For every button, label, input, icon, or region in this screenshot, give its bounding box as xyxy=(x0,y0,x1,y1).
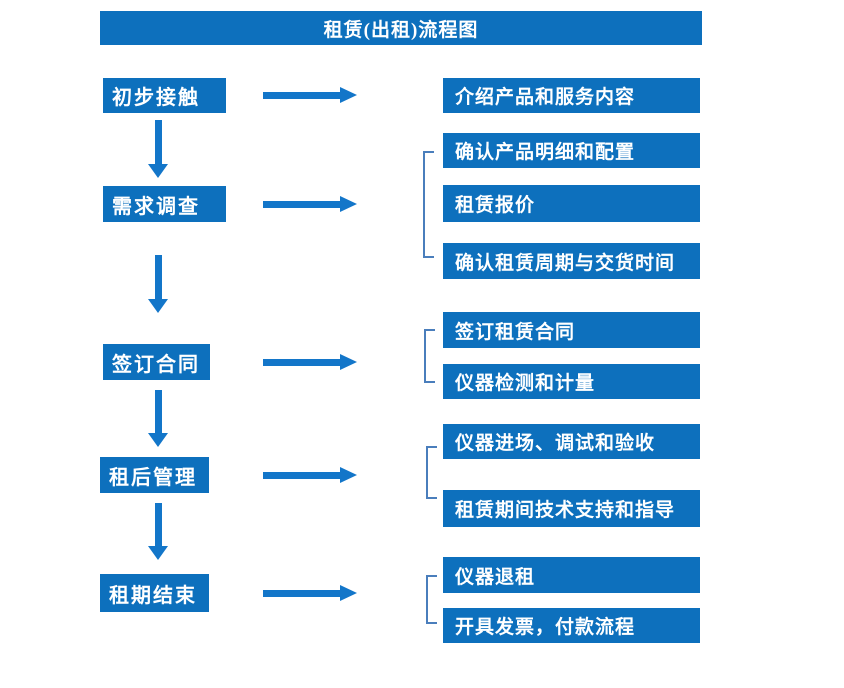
detail-box-confirm-period-delivery: 确认租赁周期与交货时间 xyxy=(443,243,700,279)
down-arrow-shaft xyxy=(154,120,162,164)
step-box-rental-end: 租期结束 xyxy=(100,574,209,612)
down-arrow-head xyxy=(148,299,168,313)
down-arrow-shaft xyxy=(154,255,162,299)
down-arrow-head xyxy=(148,164,168,178)
right-arrow-shaft xyxy=(263,589,340,597)
detail-box-invoice-payment: 开具发票，付款流程 xyxy=(443,608,700,643)
down-arrow-4 xyxy=(148,503,168,560)
right-arrow-shaft xyxy=(263,358,340,366)
detail-box-confirm-product-config: 确认产品明细和配置 xyxy=(443,133,700,168)
right-arrow-1 xyxy=(263,87,357,103)
down-arrow-2 xyxy=(148,255,168,313)
right-arrow-head xyxy=(340,196,357,212)
right-arrow-head xyxy=(340,354,357,370)
right-arrow-5 xyxy=(263,585,357,601)
right-arrow-head xyxy=(340,87,357,103)
step-box-post-rental-management: 租后管理 xyxy=(100,457,209,493)
step-box-initial-contact: 初步接触 xyxy=(103,78,226,113)
detail-box-tech-support: 租赁期间技术支持和指导 xyxy=(443,490,700,527)
detail-box-introduce-products: 介绍产品和服务内容 xyxy=(443,78,700,113)
right-arrow-3 xyxy=(263,354,357,370)
right-arrow-head xyxy=(340,585,357,601)
right-arrow-shaft xyxy=(263,91,340,99)
group-bracket-demand-survey xyxy=(423,151,434,258)
step-box-demand-survey: 需求调查 xyxy=(103,186,226,222)
down-arrow-shaft xyxy=(154,390,162,433)
right-arrow-shaft xyxy=(263,471,340,479)
down-arrow-shaft xyxy=(154,503,162,546)
right-arrow-2 xyxy=(263,196,357,212)
detail-box-sign-rental-contract: 签订租赁合同 xyxy=(443,312,700,348)
flowchart-title-text: 租赁(出租)流程图 xyxy=(323,19,479,41)
down-arrow-3 xyxy=(148,390,168,447)
down-arrow-1 xyxy=(148,120,168,178)
flowchart-title-bar: 租赁(出租)流程图 xyxy=(100,11,702,45)
down-arrow-head xyxy=(148,546,168,560)
right-arrow-shaft xyxy=(263,200,340,208)
right-arrow-4 xyxy=(263,467,357,483)
down-arrow-head xyxy=(148,433,168,447)
group-bracket-sign-contract xyxy=(424,329,435,383)
step-box-sign-contract: 签订合同 xyxy=(103,344,210,380)
detail-box-instrument-testing: 仪器检测和计量 xyxy=(443,364,700,399)
detail-box-instrument-return: 仪器退租 xyxy=(443,557,700,593)
group-bracket-post-rental xyxy=(426,446,437,499)
detail-box-rental-quote: 租赁报价 xyxy=(443,185,700,222)
right-arrow-head xyxy=(340,467,357,483)
detail-box-instrument-entry-acceptance: 仪器进场、调试和验收 xyxy=(443,424,700,459)
group-bracket-rental-end xyxy=(426,575,437,624)
